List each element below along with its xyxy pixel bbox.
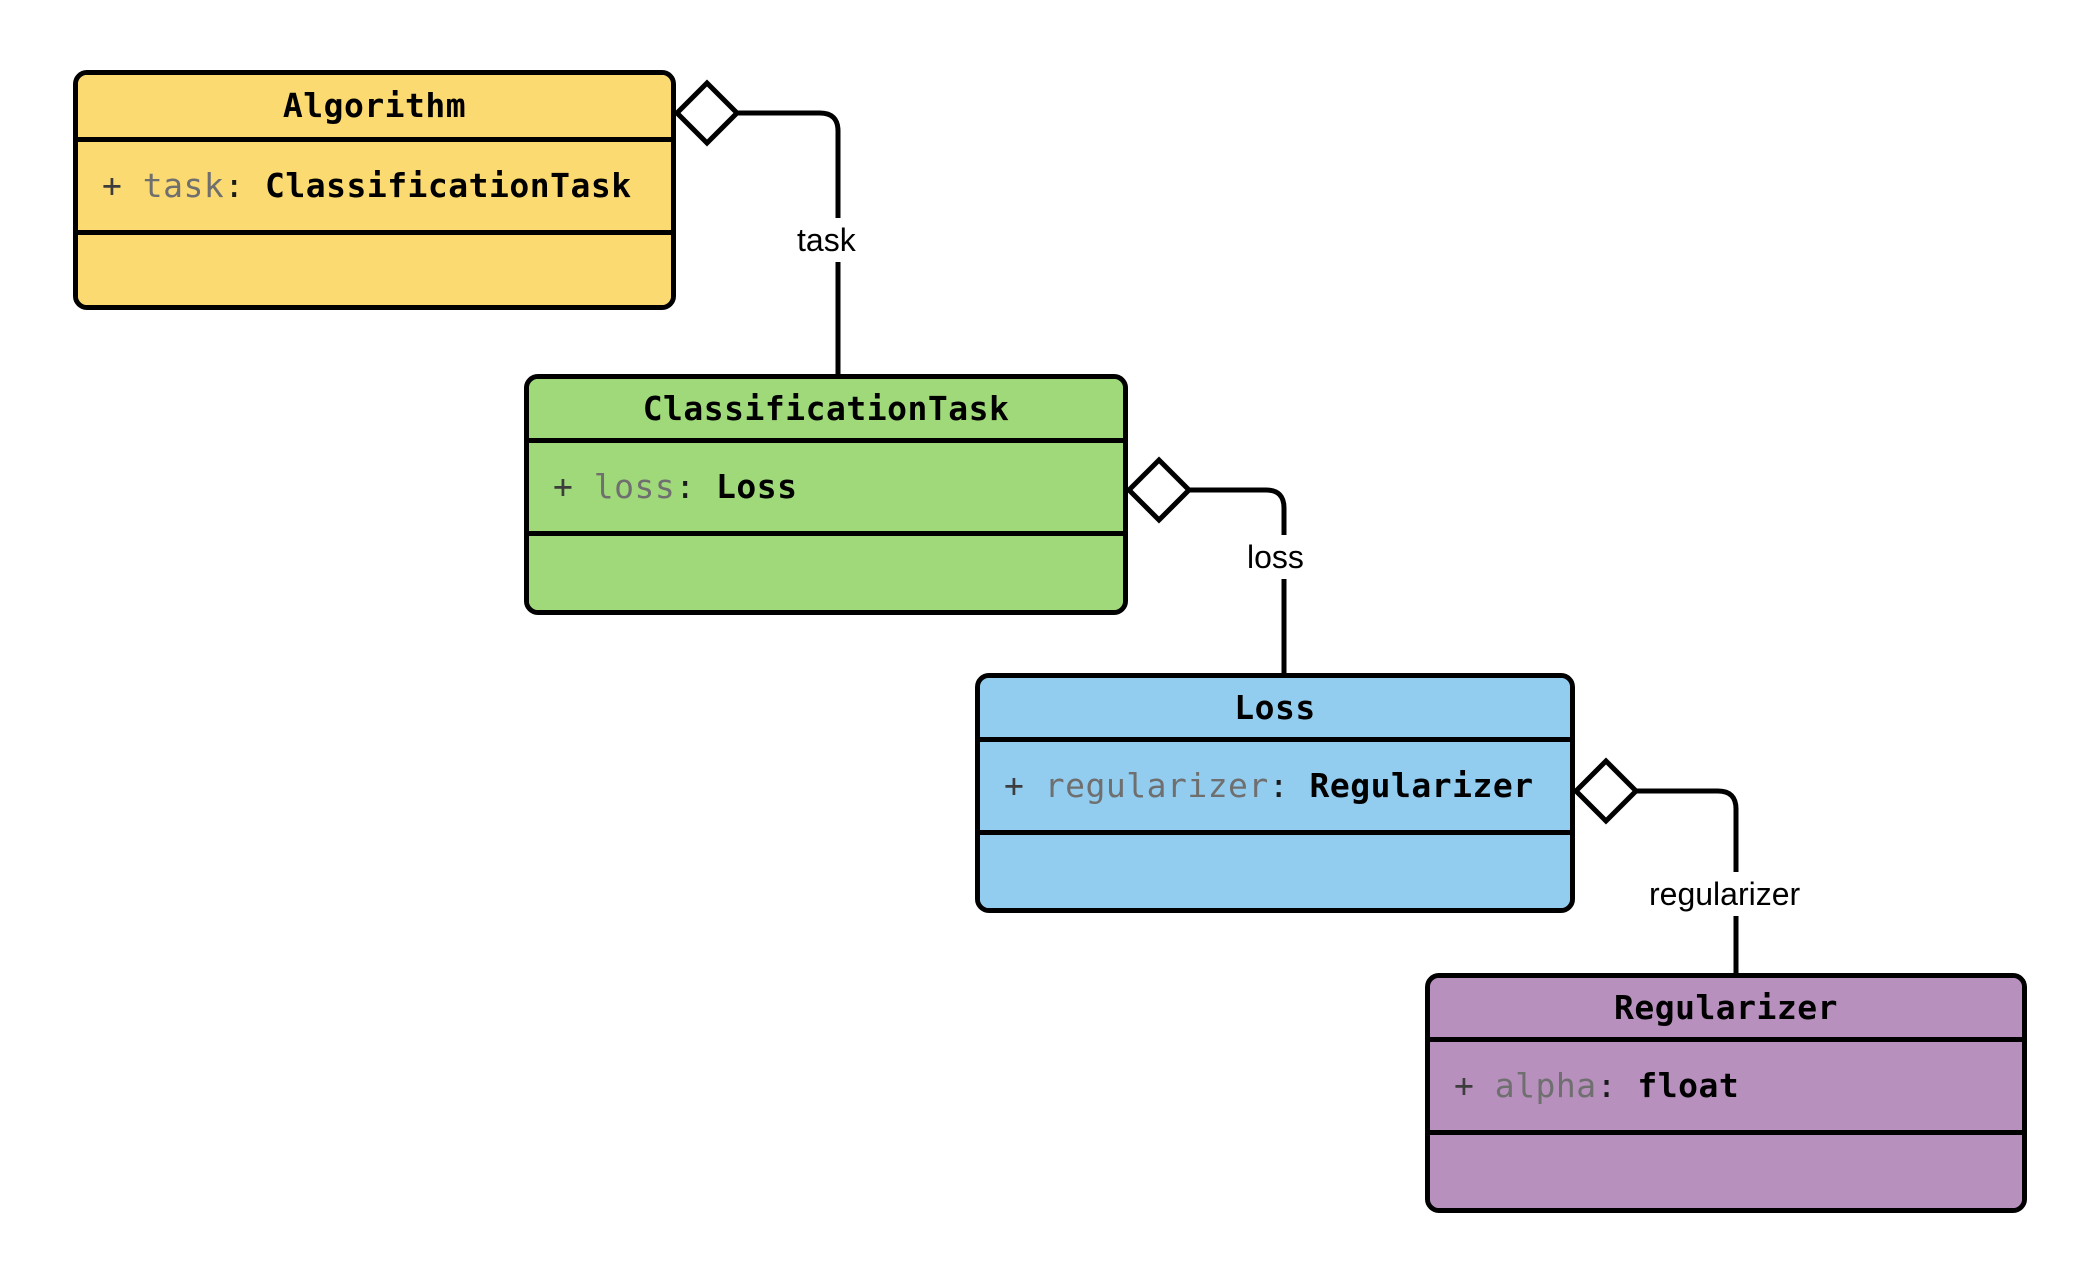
attribute-name: task [142, 166, 225, 205]
attribute-type: Loss [715, 467, 798, 506]
class-header-loss: Loss [980, 678, 1570, 742]
attribute-row: + task: ClassificationTask [102, 168, 632, 204]
class-name-regularizer: Regularizer [1613, 987, 1839, 1027]
attribute-type: Regularizer [1309, 766, 1534, 805]
attribute-separator: : [675, 467, 696, 506]
aggregation-diamond-loss [1125, 456, 1193, 524]
class-header-regularizer: Regularizer [1430, 978, 2022, 1042]
attribute-space-2 [696, 467, 716, 506]
attribute-space-2 [1289, 766, 1309, 805]
class-name-algorithm: Algorithm [282, 86, 467, 125]
attribute-type: ClassificationTask [264, 166, 632, 205]
aggregation-diamond-regularizer [1572, 757, 1640, 825]
edge-label-loss: loss [1243, 535, 1308, 579]
attribute-separator: : [1268, 766, 1290, 805]
class-name-loss: Loss [1234, 687, 1316, 727]
class-attributes-algorithm: + task: ClassificationTask [78, 142, 671, 235]
attribute-name: regularizer [1044, 766, 1269, 805]
attribute-row: + regularizer: Regularizer [1004, 768, 1534, 804]
attribute-space [1024, 766, 1044, 805]
class-name-classification-task: ClassificationTask [642, 388, 1010, 428]
attribute-visibility: + [553, 467, 574, 506]
attribute-visibility: + [102, 166, 123, 205]
class-box-classification-task[interactable]: ClassificationTask + loss: Loss [524, 374, 1128, 615]
attribute-type: float [1637, 1066, 1740, 1105]
class-box-regularizer[interactable]: Regularizer + alpha: float [1425, 973, 2027, 1213]
attribute-row: + loss: Loss [553, 469, 797, 505]
class-box-loss[interactable]: Loss + regularizer: Regularizer [975, 673, 1575, 913]
class-methods-loss [980, 835, 1570, 908]
edge-label-task: task [793, 218, 860, 262]
attribute-space-2 [245, 166, 265, 205]
attribute-space [1474, 1066, 1494, 1105]
class-methods-algorithm [78, 235, 671, 305]
attribute-space [122, 166, 142, 205]
class-box-algorithm[interactable]: Algorithm + task: ClassificationTask [73, 70, 676, 310]
edge-loss-regularizer [1572, 757, 1739, 973]
attribute-visibility: + [1004, 766, 1025, 805]
attribute-separator: : [1596, 1066, 1617, 1105]
attribute-visibility: + [1454, 1066, 1475, 1105]
attribute-name: alpha [1494, 1066, 1597, 1105]
class-attributes-loss: + regularizer: Regularizer [980, 742, 1570, 835]
class-attributes-classification-task: + loss: Loss [529, 443, 1123, 536]
attribute-separator: : [224, 166, 245, 205]
attribute-name: loss [593, 467, 676, 506]
class-header-algorithm: Algorithm [78, 75, 671, 142]
class-methods-regularizer [1430, 1135, 2022, 1208]
edge-label-regularizer: regularizer [1645, 872, 1805, 916]
edge-line-loss [1189, 487, 1287, 673]
class-attributes-regularizer: + alpha: float [1430, 1042, 2022, 1135]
attribute-row: + alpha: float [1454, 1068, 1739, 1104]
aggregation-diamond-task [673, 79, 741, 147]
class-methods-classification-task [529, 536, 1123, 610]
attribute-space-2 [1617, 1066, 1637, 1105]
class-header-classification-task: ClassificationTask [529, 379, 1123, 443]
attribute-space [573, 467, 593, 506]
